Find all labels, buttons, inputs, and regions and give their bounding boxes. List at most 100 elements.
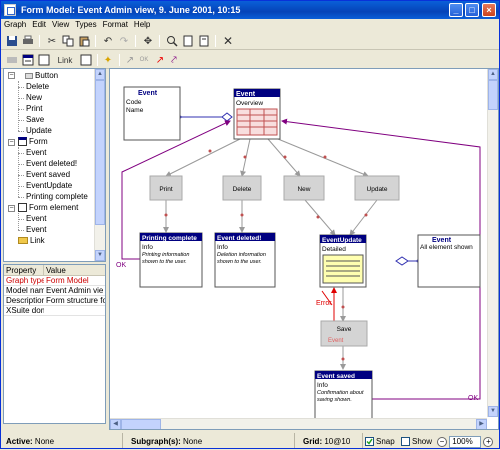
event-element-node[interactable]: Event Code Name [123,86,181,141]
menu-view[interactable]: View [52,20,70,29]
event-all-element-node[interactable]: Event All element shown [417,234,481,288]
tree-item-printing-complete[interactable]: Printing complete [26,192,88,201]
menu-edit[interactable]: Edit [32,20,47,29]
print-icon[interactable] [21,34,35,48]
redo-icon[interactable]: ↷ [119,35,129,47]
zoom-out-icon[interactable]: − [437,436,447,447]
cut-icon[interactable]: ✂ [47,35,57,47]
scroll-thumb[interactable] [121,419,161,429]
scroll-down-arrow[interactable]: ▼ [488,406,498,417]
tree-item-delete[interactable]: Delete [26,82,50,91]
node-subtitle: Info [217,244,228,251]
new-page-icon[interactable] [181,34,195,48]
collapse-toggle[interactable]: − [8,139,15,146]
event-deleted-node[interactable]: Event deleted! Info Deletion information… [214,232,276,288]
event-saved-node[interactable]: Event saved Info Confirmation about savi… [314,370,373,420]
scroll-up-arrow[interactable]: ▲ [488,69,498,80]
tree-scrollbar[interactable]: ▲ ▼ [94,69,105,261]
menu-types[interactable]: Types [75,20,97,29]
menu-graph[interactable]: Graph [4,20,27,29]
scroll-right-arrow[interactable]: ▶ [476,419,487,429]
link-tool[interactable]: Link [57,55,73,65]
delete-button-node[interactable]: Delete [222,175,262,201]
printing-complete-node[interactable]: Printing complete Info Printing informat… [139,232,203,288]
zoom-select[interactable]: 100% [449,435,482,448]
tree-item-button[interactable]: Button [25,70,58,81]
node-subtitle: Overview [236,100,263,107]
maximize-button[interactable]: □ [465,3,479,17]
snap-checkbox[interactable]: Snap [365,433,401,448]
node-subtitle: Info [142,244,153,251]
arrow-tool-icon[interactable]: ↗ [125,54,135,66]
delete-icon[interactable]: ✕ [222,34,234,48]
tree-item-new[interactable]: New [26,93,43,102]
page-icon[interactable] [197,34,211,48]
minimize-button[interactable]: _ [449,3,463,17]
model-tree: − Button Delete New Print Save Update − … [3,68,106,262]
tree-item-eventupdate[interactable]: EventUpdate [26,181,73,190]
print-button-node[interactable]: Print [149,175,183,201]
eventupdate-node[interactable]: EventUpdate Detailed [319,234,367,288]
collapse-toggle[interactable]: − [8,205,15,212]
tree-item-event-deleted[interactable]: Event deleted! [26,159,78,168]
paste-icon[interactable] [77,34,91,48]
node-description: Printing information shown to the user. [142,252,190,265]
scroll-thumb[interactable] [95,80,105,225]
main-toolbar: ✂ ↶ ↷ ✥ ✕ [1,32,499,50]
tree-item-element-event[interactable]: Event [26,225,47,234]
button-tool-icon[interactable] [5,53,19,67]
tree-item-event-saved[interactable]: Event saved [26,170,71,179]
canvas-vscroll[interactable]: ▲ ▼ [487,69,498,417]
update-button-node[interactable]: Update [354,175,400,201]
link-swatch-icon[interactable] [79,53,93,67]
error-link-icon[interactable]: ↗ [155,54,165,66]
undo-icon[interactable]: ↶ [103,35,113,47]
scroll-down-arrow[interactable]: ▼ [95,250,105,261]
tree-item-link[interactable]: Link [18,235,45,246]
props-row[interactable]: Model nameEvent Admin vie [4,286,105,296]
sparkle-icon[interactable]: ✦ [103,54,113,66]
canvas-hscroll[interactable]: ◀ ▶ [110,418,487,429]
status-grid: Grid: 10@10 [299,433,363,448]
select-icon[interactable]: ✥ [143,35,153,47]
tree-item-save[interactable]: Save [26,115,45,124]
zoom-in-icon[interactable]: + [483,436,494,447]
return-link-icon[interactable]: ⤤ [171,54,177,66]
event-overview-node[interactable]: Event Overview [233,88,281,140]
new-button-node[interactable]: New [283,175,325,201]
tree-item-print[interactable]: Print [26,104,43,113]
form-node-icon [18,137,27,147]
close-button[interactable]: × [482,3,496,17]
menu-format[interactable]: Format [102,20,128,29]
collapse-toggle[interactable]: − [8,72,15,79]
diagram-canvas[interactable]: OK OK Error Event Code Name Event Overvi… [109,68,499,430]
menu-help[interactable]: Help [133,20,151,29]
ok-label-left: OK [116,262,126,269]
tree-item-form[interactable]: Form [18,136,48,147]
props-row[interactable]: XSuite doma [4,306,105,316]
copy-icon[interactable] [61,34,75,48]
button-label: Print [159,186,173,193]
save-graph-icon[interactable] [5,34,19,48]
form-tool-icon[interactable] [21,53,35,67]
status-subgraph: Subgraph(s): None [127,433,295,448]
element-links [180,112,418,266]
scroll-thumb[interactable] [488,80,498,110]
scroll-up-arrow[interactable]: ▲ [95,69,105,80]
button-label: New [297,186,310,193]
scroll-left-arrow[interactable]: ◀ [110,419,121,429]
tree-item-update[interactable]: Update [26,126,52,135]
tree-item-form-event[interactable]: Event [26,148,47,157]
element-tool-icon[interactable] [37,53,51,67]
button-node-icon [25,72,33,79]
tree-item-element-event[interactable]: Event [26,214,47,223]
show-checkbox[interactable]: Show [401,433,437,448]
zoom-icon[interactable] [165,34,179,48]
tree-item-form-element[interactable]: Form element [18,202,78,213]
ok-link-tool[interactable]: OK [139,57,149,63]
